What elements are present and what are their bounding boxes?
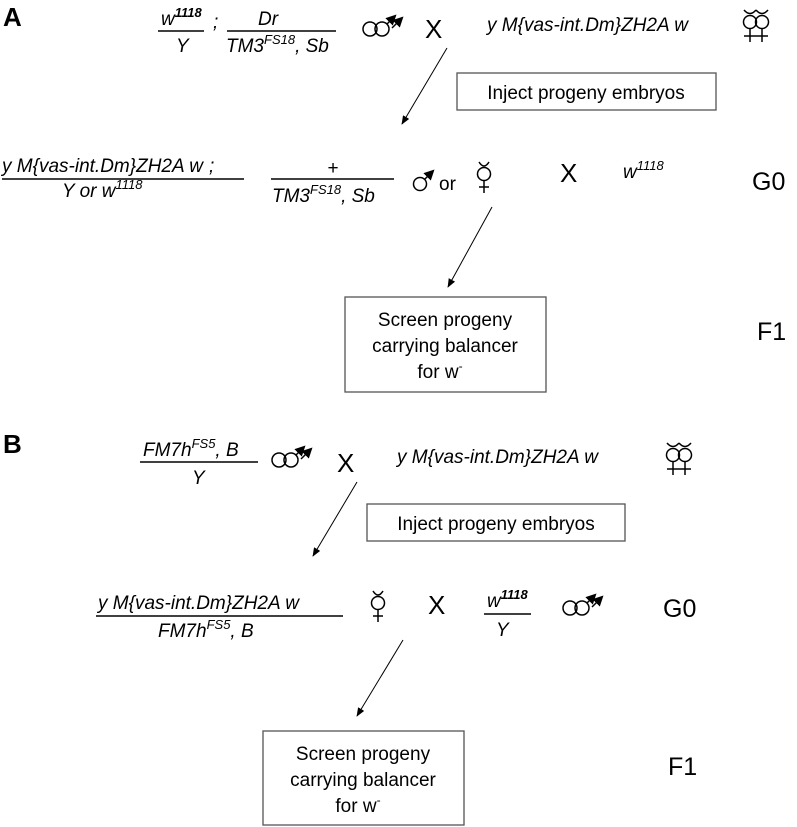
genotype-text: TM3 bbox=[272, 186, 310, 207]
inject-embryos-label: Inject progeny embryos bbox=[487, 83, 685, 104]
screen-progeny-box bbox=[344, 296, 547, 393]
genotype-text: Y bbox=[496, 620, 510, 641]
male-symbol-icon bbox=[363, 16, 402, 36]
genotype-text: y M{vas-int.Dm}ZH2A w bbox=[0, 156, 204, 177]
cross-x-mark: X bbox=[428, 590, 445, 620]
panel-a-cross1-left-genotype: w1118 Y bbox=[158, 5, 204, 57]
semicolon: ; bbox=[209, 156, 214, 177]
generation-label-f1: F1 bbox=[757, 318, 786, 346]
svg-text:for w-: for w- bbox=[417, 359, 462, 383]
genotype-text: FM7h bbox=[158, 621, 207, 642]
cross-x-mark: X bbox=[337, 448, 354, 478]
screen-line-1: Screen progeny bbox=[378, 310, 513, 331]
svg-text:y M{vas-int.Dm}ZH2A w;: y M{vas-int.Dm}ZH2A w; bbox=[0, 156, 214, 177]
superscript: FS5 bbox=[207, 617, 232, 632]
svg-text:Y or w1118: Y or w1118 bbox=[62, 177, 143, 202]
genotype-text: Y or w bbox=[62, 181, 117, 202]
genotype-text: Dr bbox=[258, 9, 279, 30]
superscript: - bbox=[377, 793, 381, 807]
panel-label-a: A bbox=[3, 2, 22, 32]
or-label: or bbox=[439, 174, 457, 195]
svg-text:FM7hFS5, B: FM7hFS5, B bbox=[158, 617, 254, 642]
genotype-text: y M{vas-int.Dm}ZH2A w bbox=[395, 447, 599, 468]
panel-b-cross2-left-genotype: y M{vas-int.Dm}ZH2A w FM7hFS5, B bbox=[96, 593, 343, 642]
genotype-text: w bbox=[623, 162, 638, 183]
panel-b-cross2-right-genotype: w1118 Y bbox=[484, 587, 531, 641]
semicolon: ; bbox=[213, 12, 218, 33]
screen-line-3: for w bbox=[335, 796, 376, 817]
svg-text:TM3FS18, Sb: TM3FS18, Sb bbox=[272, 182, 375, 207]
male-symbol-icon bbox=[272, 447, 311, 467]
arrow-to-f1 bbox=[447, 206, 493, 288]
male-symbol-icon bbox=[563, 595, 602, 615]
arrow-to-f1 bbox=[356, 639, 404, 717]
inject-embryos-box bbox=[456, 72, 717, 111]
panel-a-cross1-right-genotype: Dr TM3FS18, Sb bbox=[226, 9, 336, 57]
screen-line-1: Screen progeny bbox=[296, 744, 431, 765]
female-symbol-icon bbox=[476, 161, 492, 194]
generation-label-g0: G0 bbox=[663, 595, 696, 623]
cross-x-mark: X bbox=[425, 14, 442, 44]
superscript: 1118 bbox=[637, 158, 665, 173]
generation-label-f1: F1 bbox=[668, 753, 697, 781]
superscript: FS18 bbox=[264, 32, 296, 47]
screen-line-2: carrying balancer bbox=[290, 770, 436, 791]
superscript: FS18 bbox=[310, 182, 342, 197]
female-symbol-icon bbox=[370, 590, 386, 623]
genotype-text: Y bbox=[192, 468, 206, 489]
cross-x-mark: X bbox=[560, 158, 577, 188]
genotype-text: , Sb bbox=[295, 36, 329, 57]
generation-label-g0: G0 bbox=[752, 168, 785, 196]
male-symbol-icon bbox=[414, 171, 434, 191]
female-symbol-icon bbox=[665, 442, 693, 476]
inject-embryos-label: Inject progeny embryos bbox=[397, 514, 595, 535]
svg-text:w1118: w1118 bbox=[161, 5, 202, 30]
panel-b-cross1-left-genotype: FM7hFS5, B Y bbox=[140, 436, 258, 489]
panel-label-b: B bbox=[3, 429, 22, 459]
genotype-text: FM7h bbox=[143, 440, 192, 461]
arrow-to-g0 bbox=[312, 481, 358, 557]
svg-text:for w-: for w- bbox=[335, 793, 380, 817]
genotype-text: w bbox=[161, 9, 176, 30]
superscript: 1118 bbox=[116, 177, 144, 192]
genotype-text: , B bbox=[230, 621, 254, 642]
genotype-text: w bbox=[487, 591, 502, 612]
svg-text:w1118: w1118 bbox=[623, 158, 664, 183]
svg-text:FM7hFS5, B: FM7hFS5, B bbox=[143, 436, 239, 461]
svg-text:w1118: w1118 bbox=[487, 587, 528, 612]
genotype-text: , Sb bbox=[341, 186, 375, 207]
genotype-text: y M{vas-int.Dm}ZH2A w bbox=[96, 593, 300, 614]
panel-a-cross2-right-genotype: + TM3FS18, Sb bbox=[271, 158, 394, 207]
superscript: FS5 bbox=[192, 436, 217, 451]
inject-embryos-box bbox=[366, 503, 626, 542]
female-symbol-icon bbox=[742, 9, 770, 43]
superscript: - bbox=[459, 359, 463, 373]
genotype-text: + bbox=[327, 158, 338, 179]
arrow-to-g0 bbox=[401, 47, 448, 125]
screen-line-2: carrying balancer bbox=[372, 336, 518, 357]
superscript: 1118 bbox=[175, 5, 203, 20]
superscript: 1118 bbox=[501, 587, 529, 602]
panel-a-cross2-left-genotype: y M{vas-int.Dm}ZH2A w; Y or w1118 bbox=[0, 156, 244, 202]
screen-progeny-box bbox=[262, 730, 465, 826]
svg-text:TM3FS18, Sb: TM3FS18, Sb bbox=[226, 32, 329, 57]
genotype-text: TM3 bbox=[226, 36, 264, 57]
screen-line-3: for w bbox=[417, 362, 458, 383]
genotype-text: Y bbox=[176, 36, 190, 57]
genotype-text: y M{vas-int.Dm}ZH2A w bbox=[485, 15, 689, 36]
genotype-text: , B bbox=[215, 440, 239, 461]
